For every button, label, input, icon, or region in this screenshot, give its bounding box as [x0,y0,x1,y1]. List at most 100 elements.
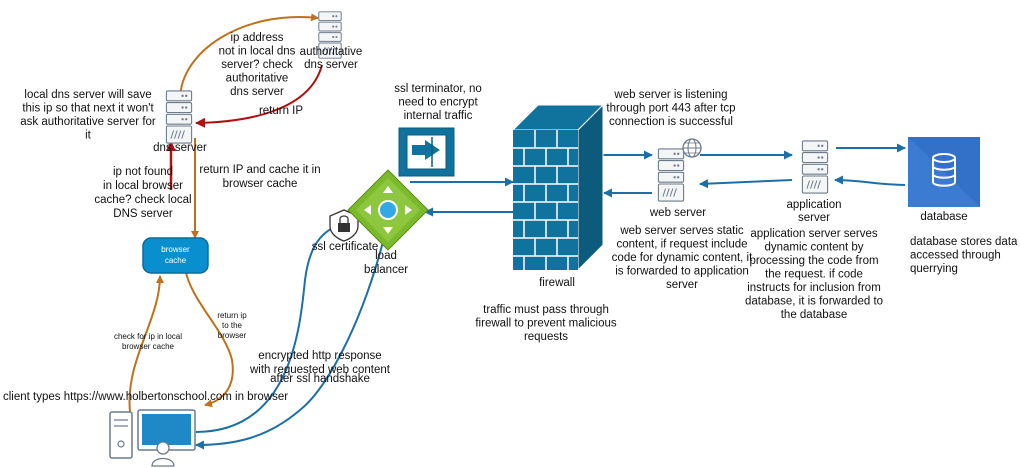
text-line: database [920,211,967,223]
terminator-arrow-icon [412,140,440,160]
ip-not-found-browser-note: ip not found in local browser cache? check… [94,166,191,220]
text-line: server [666,279,698,291]
server-icon [165,90,193,144]
text-line: cache [165,256,187,265]
client-to-cache-arrow [128,275,164,413]
firewall-traffic-note: traffic must pass through firewall to pre… [475,304,617,343]
text-line: return IP and cache it in [199,164,320,176]
text-line: dns server [304,59,358,71]
text-line: ip address [230,32,283,44]
text-line: dynamic content by [764,242,863,254]
text-line: instructs for inclusion from [747,282,881,294]
text-line: the request. if code [765,269,863,281]
text-line: code for dynamic content, it [612,252,753,264]
text-line: connection is successful [609,116,733,128]
database-icon [932,153,956,187]
appserver-to-webserver-arrow [699,179,793,189]
dns-to-authoritative-arrow [179,13,319,101]
text-line: not in local dns [219,46,296,58]
text-line: content, if request include [616,239,747,251]
database[interactable]: database [908,137,980,223]
text-line: web server is listening [613,89,727,101]
firewall-side [577,103,604,272]
text-line: dns server [153,142,207,154]
text-line: requests [524,331,568,343]
text-line: return IP [259,105,303,117]
web-server-static-note: web server serves static content, if requ… [612,225,753,291]
load-balancer-label: load balancer [364,250,408,276]
text-line: authoritative [300,46,363,58]
text-line: server [798,212,830,224]
screen-icon [142,414,191,445]
text-line: encrypted http response [258,350,381,362]
text-line: DNS server [113,208,173,220]
text-line: this ip so that next it won't [22,103,154,115]
client-computer[interactable] [109,409,196,467]
ssl-terminator[interactable] [398,127,455,177]
browser-cache-label: browser cache [161,245,190,265]
load-balancer-hub-icon [378,200,398,220]
return-ip-arrow [195,64,323,128]
text-line: internal traffic [404,110,473,122]
text-line: application server serves [750,228,877,240]
encrypted-response-note: encrypted http response with requested we… [249,350,391,376]
text-line: local dns server will save [24,89,151,101]
server-icon [657,148,685,202]
local-dns-save-note: local dns server will save this ip so tha… [20,89,156,142]
tower-icon [109,411,133,459]
text-line: application [787,199,842,211]
text-line: ip not found [113,166,173,178]
text-line: is forwarded to application [615,266,749,278]
web-server[interactable]: web server [649,138,706,219]
firewall[interactable]: firewall [511,103,605,289]
text-line: browser [218,331,247,340]
firewall-label: firewall [539,277,575,289]
text-line: in local browser [103,180,183,192]
cache-to-client-arrow [184,267,234,408]
user-icon [156,441,170,455]
text-line: traffic must pass through [483,304,609,316]
text-line: processing the code from [749,255,878,267]
text-line: firewall to prevent malicious [475,318,617,330]
text-line: load [375,250,397,262]
text-line: with requested web content [249,364,391,376]
text-line: browser [161,245,190,254]
server-icon [801,140,829,194]
ssl-certificate[interactable]: ssl certificate [312,209,378,253]
text-line: need to encrypt [398,97,478,109]
client-to-loadbalancer-arrow [195,220,346,433]
text-line: to the [222,321,243,330]
text-line: cache? check local [94,194,191,206]
text-line: database, it is forwarded to [745,296,883,308]
text-line: authoritative [226,73,289,85]
dns-server[interactable]: dns server [153,90,207,154]
text-line: web server [649,207,706,219]
text-line: querrying [910,263,958,275]
load-balancer[interactable]: load balancer [347,169,429,276]
text-line: balancer [364,264,408,276]
browser-cache-box [142,237,209,274]
text-line: it [85,130,92,142]
database-label: database [920,211,967,223]
text-line: return ip [217,311,247,320]
return-ip-note: return IP [259,105,303,117]
text-line: accessed through [910,250,1001,262]
text-line: ssl certificate [312,241,378,253]
text-line: firewall [539,277,575,289]
lock-icon [338,223,350,232]
text-line: web server serves static [619,225,744,237]
browser-cache[interactable]: browser cache [142,237,209,274]
text-line: ssl terminator, no [394,83,482,95]
after-ssl-note: after ssl handshake [270,373,370,385]
text-line: client types https://www.holbertonschool… [3,391,288,403]
